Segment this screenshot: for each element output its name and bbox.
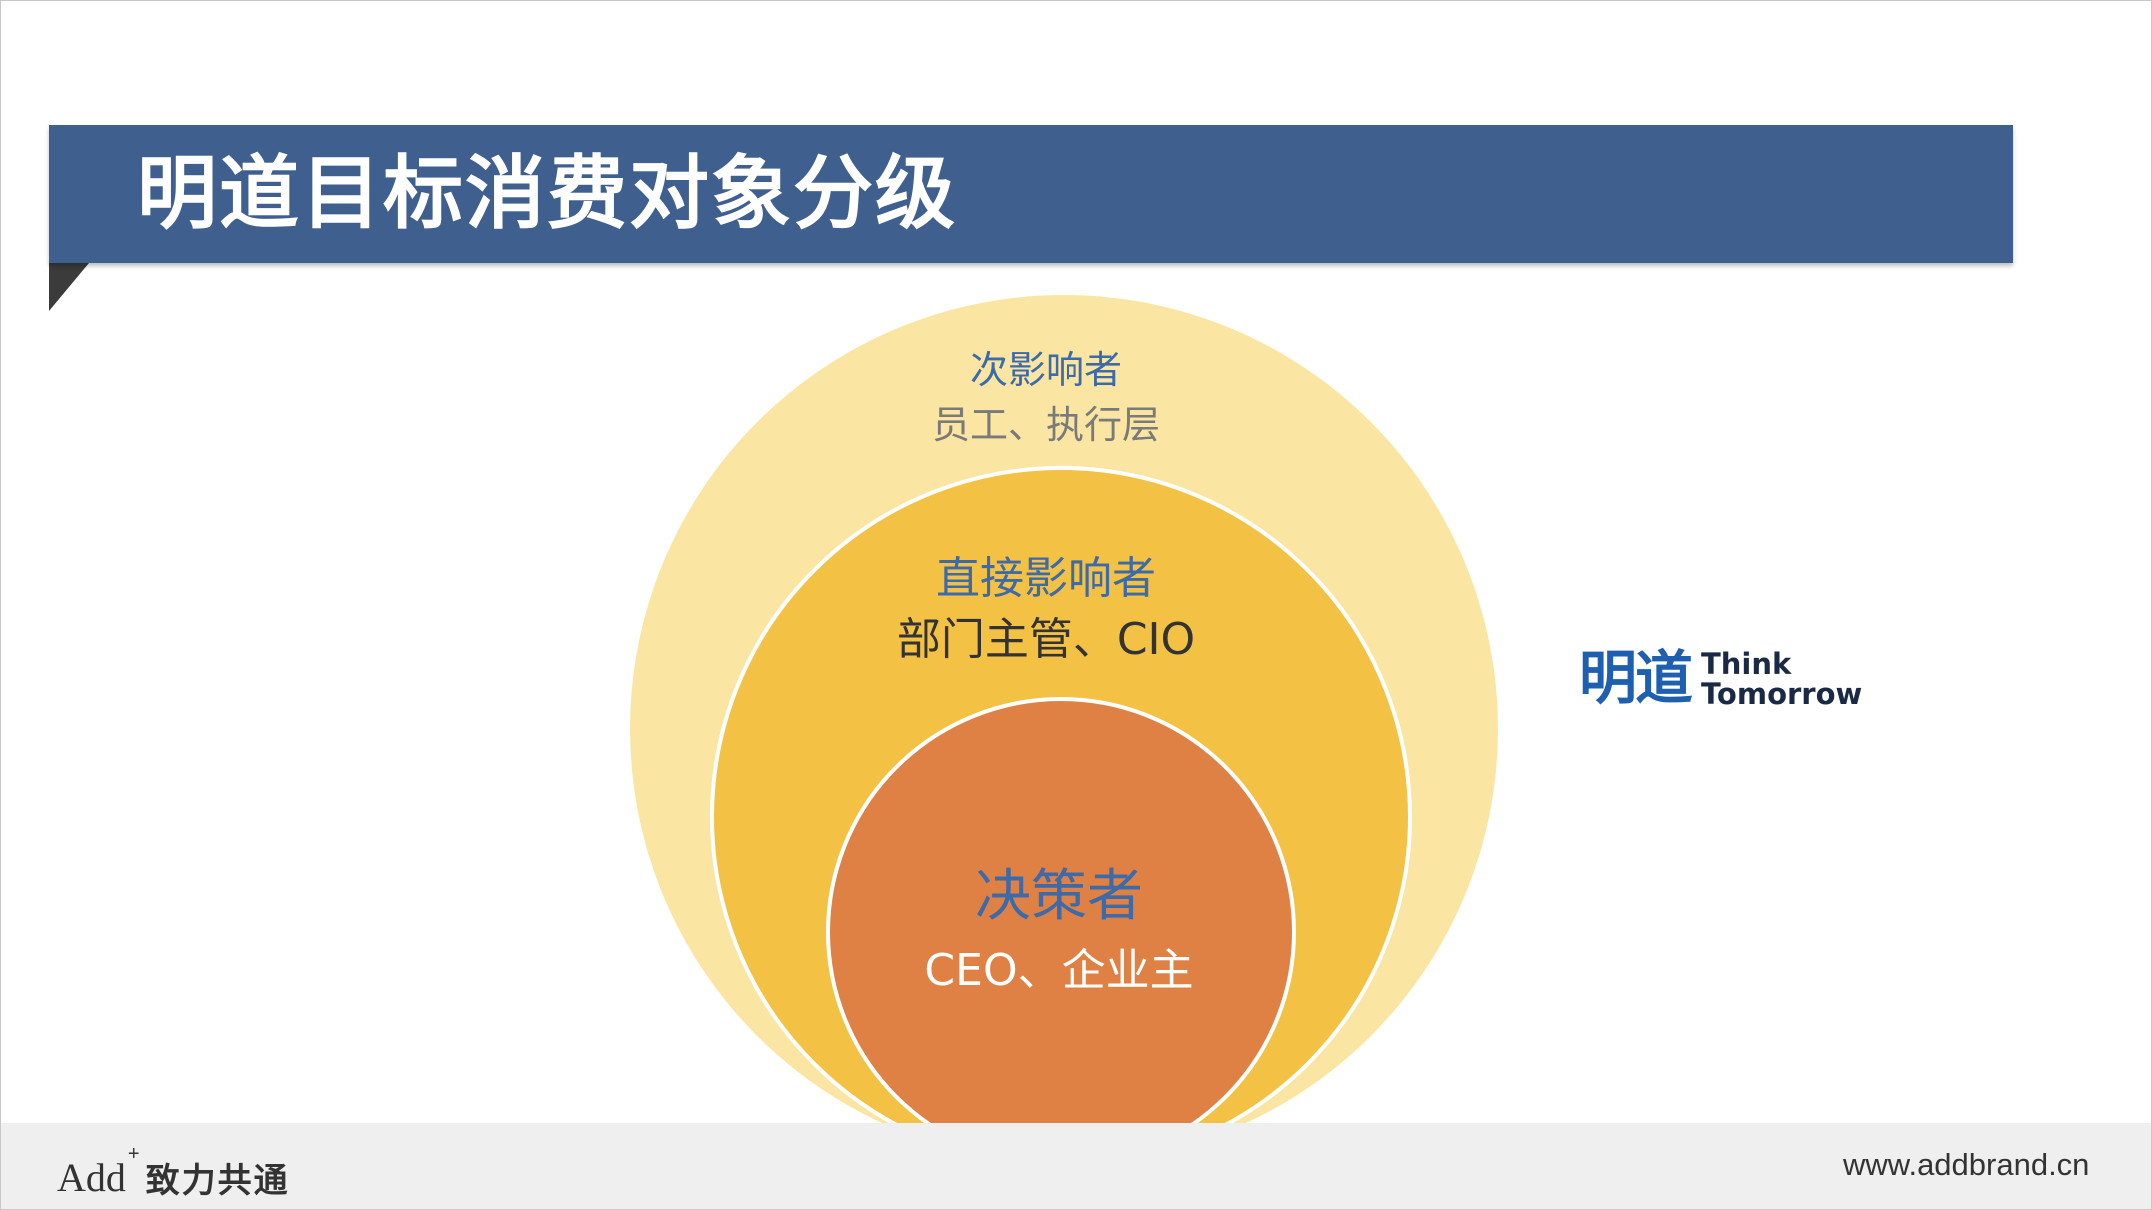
logo-en-line2: Tomorrow	[1701, 677, 1863, 711]
middle-ring-heading: 直接影响者	[936, 553, 1156, 604]
title-banner: 明道目标消费对象分级	[49, 125, 2013, 263]
footer-url: www.addbrand.cn	[1843, 1147, 2090, 1182]
inner-ring-subtitle: CEO、企业主	[924, 945, 1193, 996]
footer-brand-logo: Add+致力共通	[57, 1143, 290, 1201]
logo-en-line1: Think	[1701, 647, 1792, 681]
logo-en-text: Think Tomorrow	[1701, 649, 1862, 709]
footer-brand-en: Add	[57, 1155, 126, 1200]
mingdao-logo: 明道 Think Tomorrow	[1579, 643, 1899, 713]
outer-ring-heading: 次影响者	[970, 348, 1122, 392]
inner-circle-decision-makers	[826, 697, 1296, 1167]
page-title: 明道目标消费对象分级	[137, 147, 957, 240]
inner-ring-heading: 决策者	[975, 864, 1143, 929]
footer-brand-cn: 致力共通	[145, 1161, 290, 1201]
outer-ring-subtitle: 员工、执行层	[932, 403, 1160, 447]
footer-bar: Add+致力共通 www.addbrand.cn	[1, 1123, 2151, 1209]
footer-brand-plus: +	[127, 1143, 140, 1165]
middle-ring-subtitle: 部门主管、CIO	[897, 614, 1195, 665]
logo-cn-text: 明道	[1579, 644, 1693, 712]
